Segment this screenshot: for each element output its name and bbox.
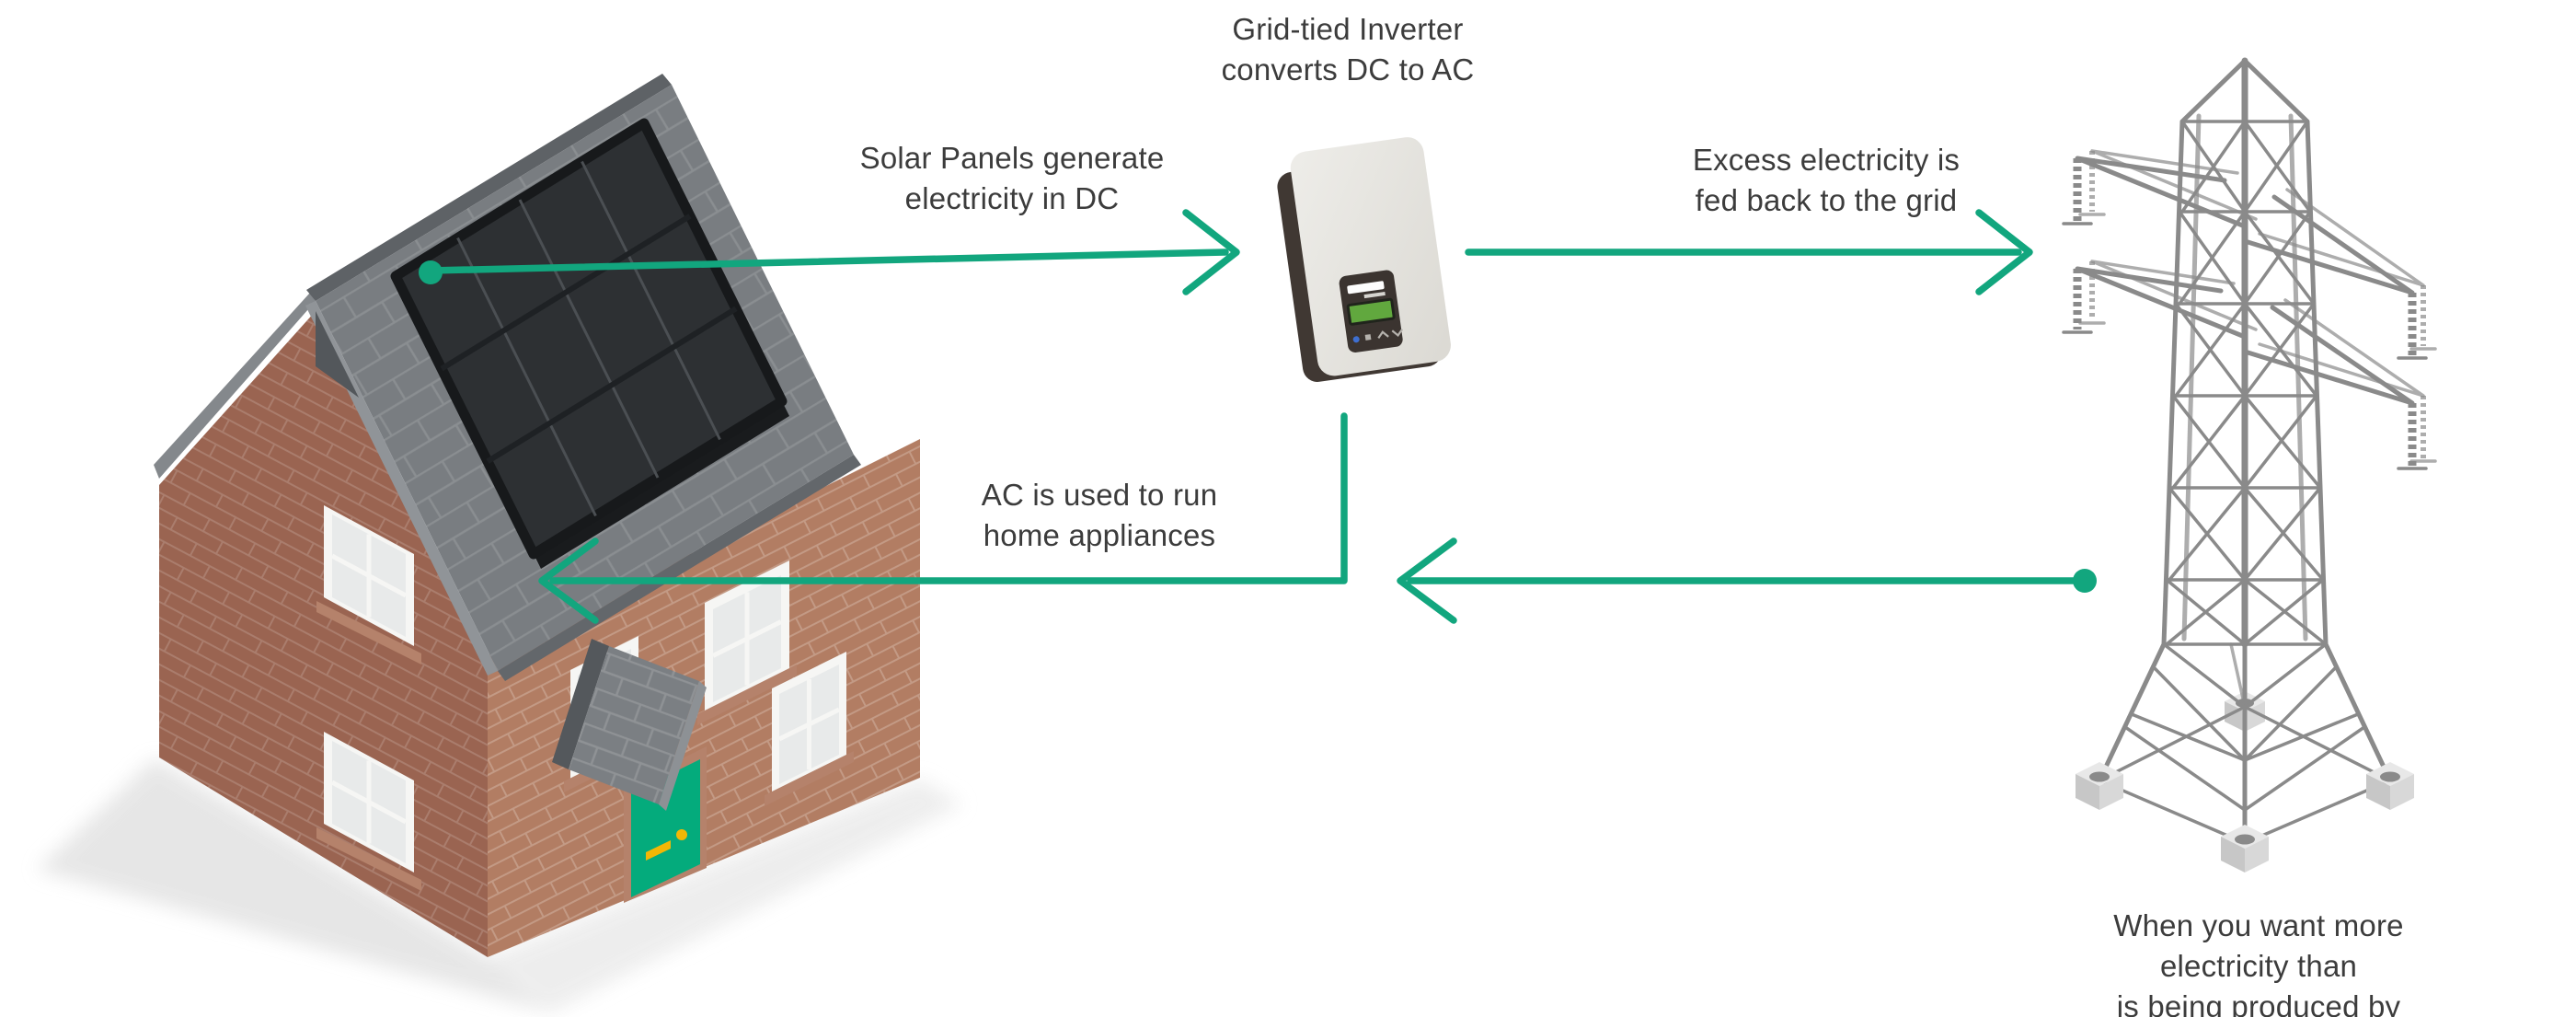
- arrow-grid-to-home: [1397, 537, 2097, 624]
- house-illustration: [154, 74, 920, 957]
- solar-panel-array: [390, 118, 789, 569]
- arrow-solar-to-inverter: [419, 209, 1240, 295]
- pylon-footing: [2366, 762, 2414, 810]
- pylon-footing: [2221, 825, 2269, 873]
- pylon-illustration: [2062, 57, 2437, 873]
- window: [316, 732, 421, 891]
- arrowhead-left-icon: [538, 537, 599, 624]
- label-excess-electricity: Excess electricity is fed back to the gr…: [1692, 143, 1961, 217]
- door-knob: [676, 829, 687, 840]
- door-canopy: [552, 639, 707, 811]
- pylon-footing: [2076, 762, 2123, 810]
- window: [697, 561, 797, 725]
- power-led: [1352, 336, 1360, 343]
- label-buy-from-grid: When you want more electricity than is b…: [2113, 908, 2404, 1017]
- arrow-inverter-to-grid: [1465, 209, 2033, 295]
- arrow-inverter-to-home: [538, 412, 1348, 624]
- arrowhead-right-icon: [1182, 209, 1240, 295]
- inverter-lcd-screen: [1346, 297, 1396, 326]
- house-shadow: [37, 758, 962, 1014]
- inverter-illustration: [1277, 137, 1451, 382]
- inverter-control-panel: [1339, 270, 1404, 353]
- arrowhead-left-icon: [1397, 537, 1457, 624]
- pylon-insulators: [2062, 158, 2428, 470]
- window: [765, 652, 854, 806]
- label-solar-generate: Solar Panels generate electricity in DC: [859, 141, 1165, 215]
- label-ac-appliances: AC is used to run home appliances: [981, 478, 1218, 552]
- letterbox: [646, 840, 671, 861]
- arrowhead-right-icon: [1975, 209, 2033, 295]
- window: [316, 505, 421, 665]
- label-inverter-title: Grid-tied Inverter converts DC to AC: [1221, 12, 1475, 87]
